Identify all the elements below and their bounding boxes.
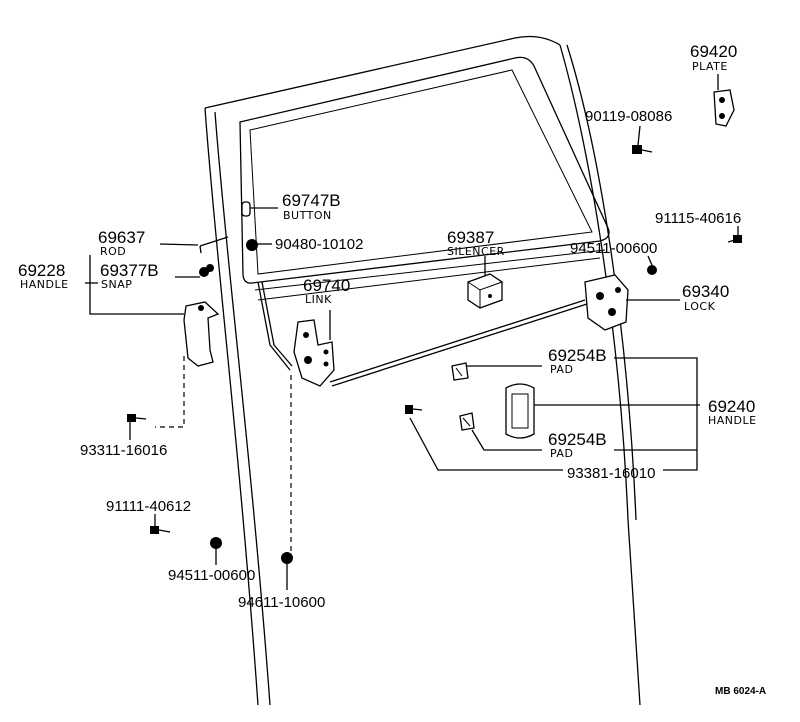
part-labels: 69420 PLATE 90119-08086 69747B BUTTON 69… [18,42,766,697]
outside-handle-part [85,255,220,367]
screw-part [150,514,171,534]
label-number: 91111-40612 [106,498,191,515]
label-number: 94511-00600 [570,240,657,257]
label-number: 93381-16010 [567,465,655,482]
inside-handle-part [505,383,700,439]
label-number: 69740 [303,276,350,295]
label-number: 69254B [548,430,607,449]
label-number: 94611-10600 [238,594,325,611]
handle-bracket-line [614,357,698,471]
rod-part [159,236,229,254]
label-number: 69377B [100,261,159,280]
screw-part [127,414,147,440]
label-number: 90119-08086 [585,108,672,125]
label-number: 69340 [682,282,729,301]
label-number: 69420 [690,42,737,61]
label-name: PAD [550,363,573,376]
nut-part [210,537,222,565]
nut-part [647,255,657,275]
label-number: 69387 [447,228,494,247]
label-name: PAD [550,447,573,460]
label-number: 69637 [98,228,145,247]
label-number: 94511-00600 [168,567,255,584]
link-part [293,310,335,387]
bolt-part [632,125,653,154]
label-name: LOCK [684,300,716,313]
nut-part [281,552,293,590]
plate-part [713,74,735,127]
label-number: 69240 [708,397,755,416]
button-part [241,201,278,217]
door-panel [204,35,641,706]
label-name: PLATE [692,60,728,73]
label-name: HANDLE [708,414,757,427]
window-opening [239,56,610,301]
label-number: 91115-40616 [655,210,741,227]
screw-part [405,405,563,471]
handle-dashed-leader [155,356,185,428]
label-name: SNAP [101,278,132,291]
label-number: 90480-10102 [275,236,363,253]
label-name: LINK [305,293,332,306]
silencer-part [467,256,503,309]
pad-lower-part [459,412,542,451]
lock-part [584,274,680,331]
label-number: 93311-16016 [80,442,167,459]
label-name: BUTTON [283,209,332,222]
label-number: 69228 [18,261,65,280]
label-number: 69254B [548,346,607,365]
label-name: SILENCER [447,245,505,258]
label-number: 69747B [282,191,341,210]
snap-part [175,264,214,278]
clip-part [246,239,272,251]
pad-upper-part [451,362,542,381]
label-name: HANDLE [20,278,69,291]
screw-part [727,226,742,243]
diagram-code: MB 6024-A [715,686,766,697]
link-rod [257,281,588,387]
label-name: ROD [100,245,126,258]
